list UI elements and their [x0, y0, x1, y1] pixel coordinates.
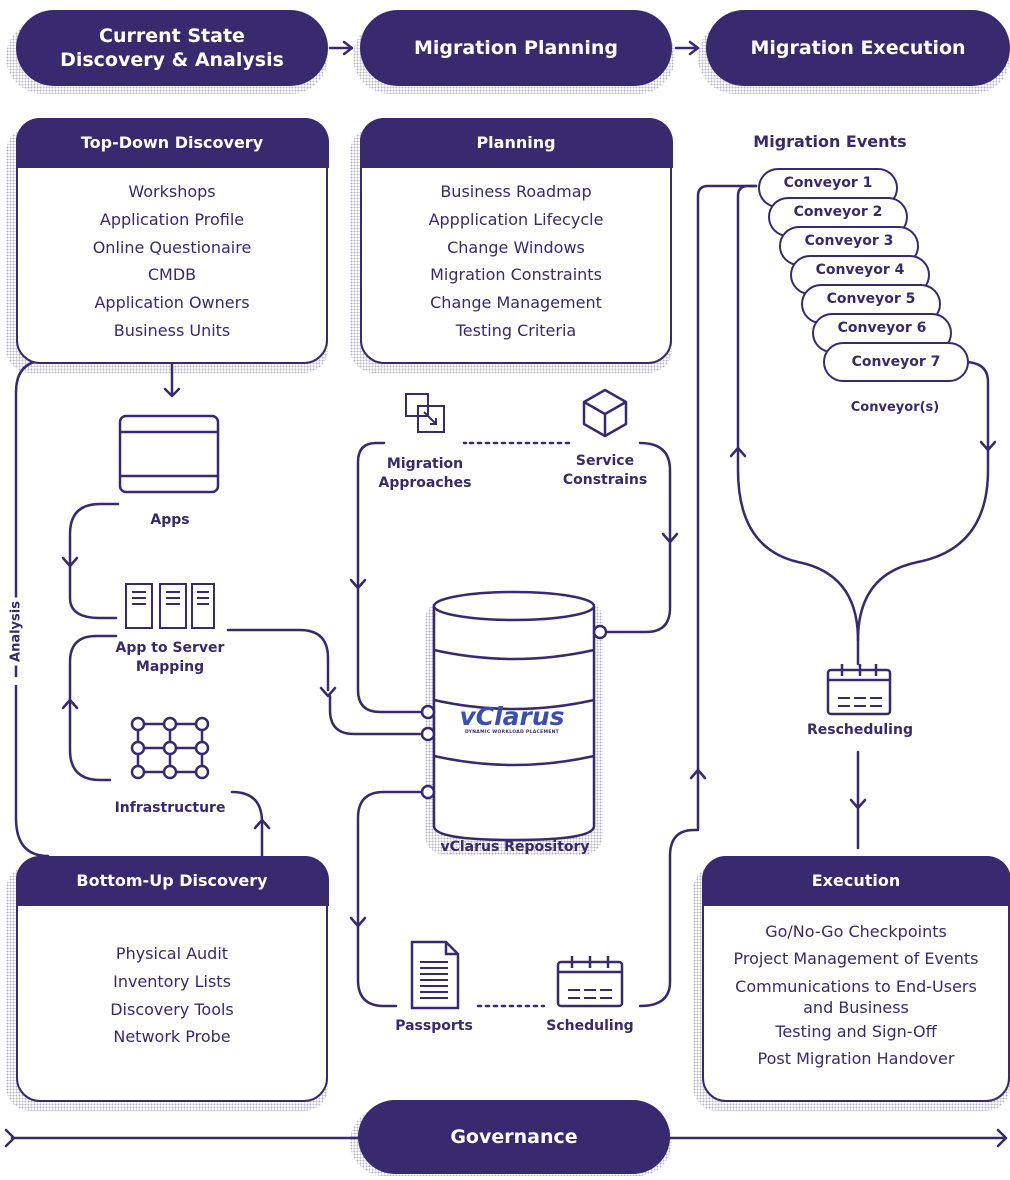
list-item: Go/No-Go Checkpoints — [765, 922, 947, 941]
phase-execution-pill: Migration Execution — [706, 10, 1010, 86]
bottom-up-discovery-title: Bottom-Up Discovery — [15, 855, 329, 906]
list-item: Project Management of Events — [733, 949, 979, 968]
migration-approaches-label: Migration Approaches — [370, 455, 480, 493]
list-item: Testing Criteria — [455, 320, 577, 340]
phase-discovery-pill: Current State Discovery & Analysis — [16, 10, 328, 86]
list-item: Business Units — [113, 320, 231, 340]
list-item: Discovery Tools — [110, 999, 234, 1019]
migration-approaches-line2: Approaches — [378, 475, 472, 491]
list-item: Appplication Lifecycle — [428, 209, 604, 229]
list-item: Change Windows — [447, 237, 585, 257]
monitor-icon — [118, 414, 220, 494]
list-item: Migration Constraints — [430, 265, 602, 285]
phase-discovery-line2: Discovery & Analysis — [60, 49, 284, 71]
list-item: Business Roadmap — [440, 182, 592, 201]
list-item: CMDB — [147, 265, 197, 285]
analysis-label: Analysis — [6, 597, 26, 666]
network-grid-icon — [130, 716, 210, 780]
cube-icon — [582, 388, 628, 438]
list-item: Testing and Sign-Off — [775, 1022, 937, 1041]
service-constrains-line2: Constrains — [562, 472, 648, 488]
list-item: Communications to End-Users — [735, 977, 977, 996]
list-item: Network Probe — [113, 1027, 231, 1047]
calendar-icon — [826, 664, 892, 716]
bottom-up-discovery-card: Bottom-Up Discovery Physical Audit Inven… — [15, 855, 329, 1102]
list-item: Application Profile — [99, 209, 245, 229]
migration-events-title: Migration Events — [753, 132, 907, 151]
planning-list: Business Roadmap Appplication Lifecycle … — [362, 178, 670, 345]
app-server-line1: App to Server — [115, 640, 225, 656]
list-item: Application Owners — [94, 293, 250, 313]
migration-arrow-icon — [405, 393, 445, 433]
infrastructure-label: Infrastructure — [114, 800, 226, 816]
document-icon — [410, 940, 460, 1010]
rescheduling-label: Rescheduling — [807, 722, 913, 738]
app-server-mapping-label: App to Server Mapping — [100, 639, 240, 677]
phase-discovery-line1: Current State — [99, 25, 245, 47]
server-rack-icon — [125, 583, 215, 629]
phase-planning-label: Migration Planning — [414, 37, 618, 59]
database-icon — [420, 590, 608, 842]
top-down-discovery-card: Top-Down Discovery Workshops Application… — [15, 117, 329, 364]
execution-title: Execution — [701, 855, 1010, 906]
passports-label: Passports — [395, 1018, 473, 1034]
list-item: Post Migration Handover — [757, 1049, 955, 1068]
governance-label: Governance — [450, 1126, 578, 1148]
service-constrains-label: Service Constrains — [555, 452, 655, 490]
logo-tagline: DYNAMIC WORKLOAD PLACEMENT — [464, 730, 560, 735]
execution-card: Execution Go/No-Go Checkpoints Project M… — [701, 855, 1010, 1102]
top-down-list: Workshops Application Profile Online Que… — [18, 178, 326, 345]
list-item: Change Management — [430, 293, 602, 313]
phase-execution-label: Migration Execution — [750, 37, 966, 59]
scheduling-label: Scheduling — [546, 1018, 634, 1034]
calendar-icon — [556, 956, 624, 1008]
bottom-up-list: Physical Audit Inventory Lists Discovery… — [18, 940, 326, 1051]
conveyors-caption: Conveyor(s) — [850, 400, 940, 415]
list-item: Workshops — [128, 182, 216, 201]
list-item: Online Questionaire — [92, 237, 252, 257]
app-server-line2: Mapping — [135, 659, 205, 675]
vclarus-logo: vClarus DYNAMIC WORKLOAD PLACEMENT — [456, 702, 568, 736]
planning-title: Planning — [359, 117, 673, 168]
conveyor-7: Conveyor 7 — [823, 342, 969, 382]
governance-pill: Governance — [358, 1100, 670, 1174]
logo-wordmark: vClarus — [459, 702, 565, 731]
repository-label: vClarus Repository — [440, 839, 590, 855]
list-item: Inventory Lists — [113, 971, 231, 991]
top-down-discovery-title: Top-Down Discovery — [15, 117, 329, 168]
apps-label: Apps — [150, 512, 190, 528]
list-item: and Business — [803, 998, 909, 1017]
planning-card: Planning Business Roadmap Appplication L… — [359, 117, 673, 364]
service-constrains-line1: Service — [575, 453, 635, 469]
list-item: Physical Audit — [115, 944, 229, 963]
migration-approaches-line1: Migration — [386, 456, 464, 472]
phase-planning-pill: Migration Planning — [360, 10, 672, 86]
execution-list: Go/No-Go Checkpoints Project Management … — [704, 918, 1008, 1072]
